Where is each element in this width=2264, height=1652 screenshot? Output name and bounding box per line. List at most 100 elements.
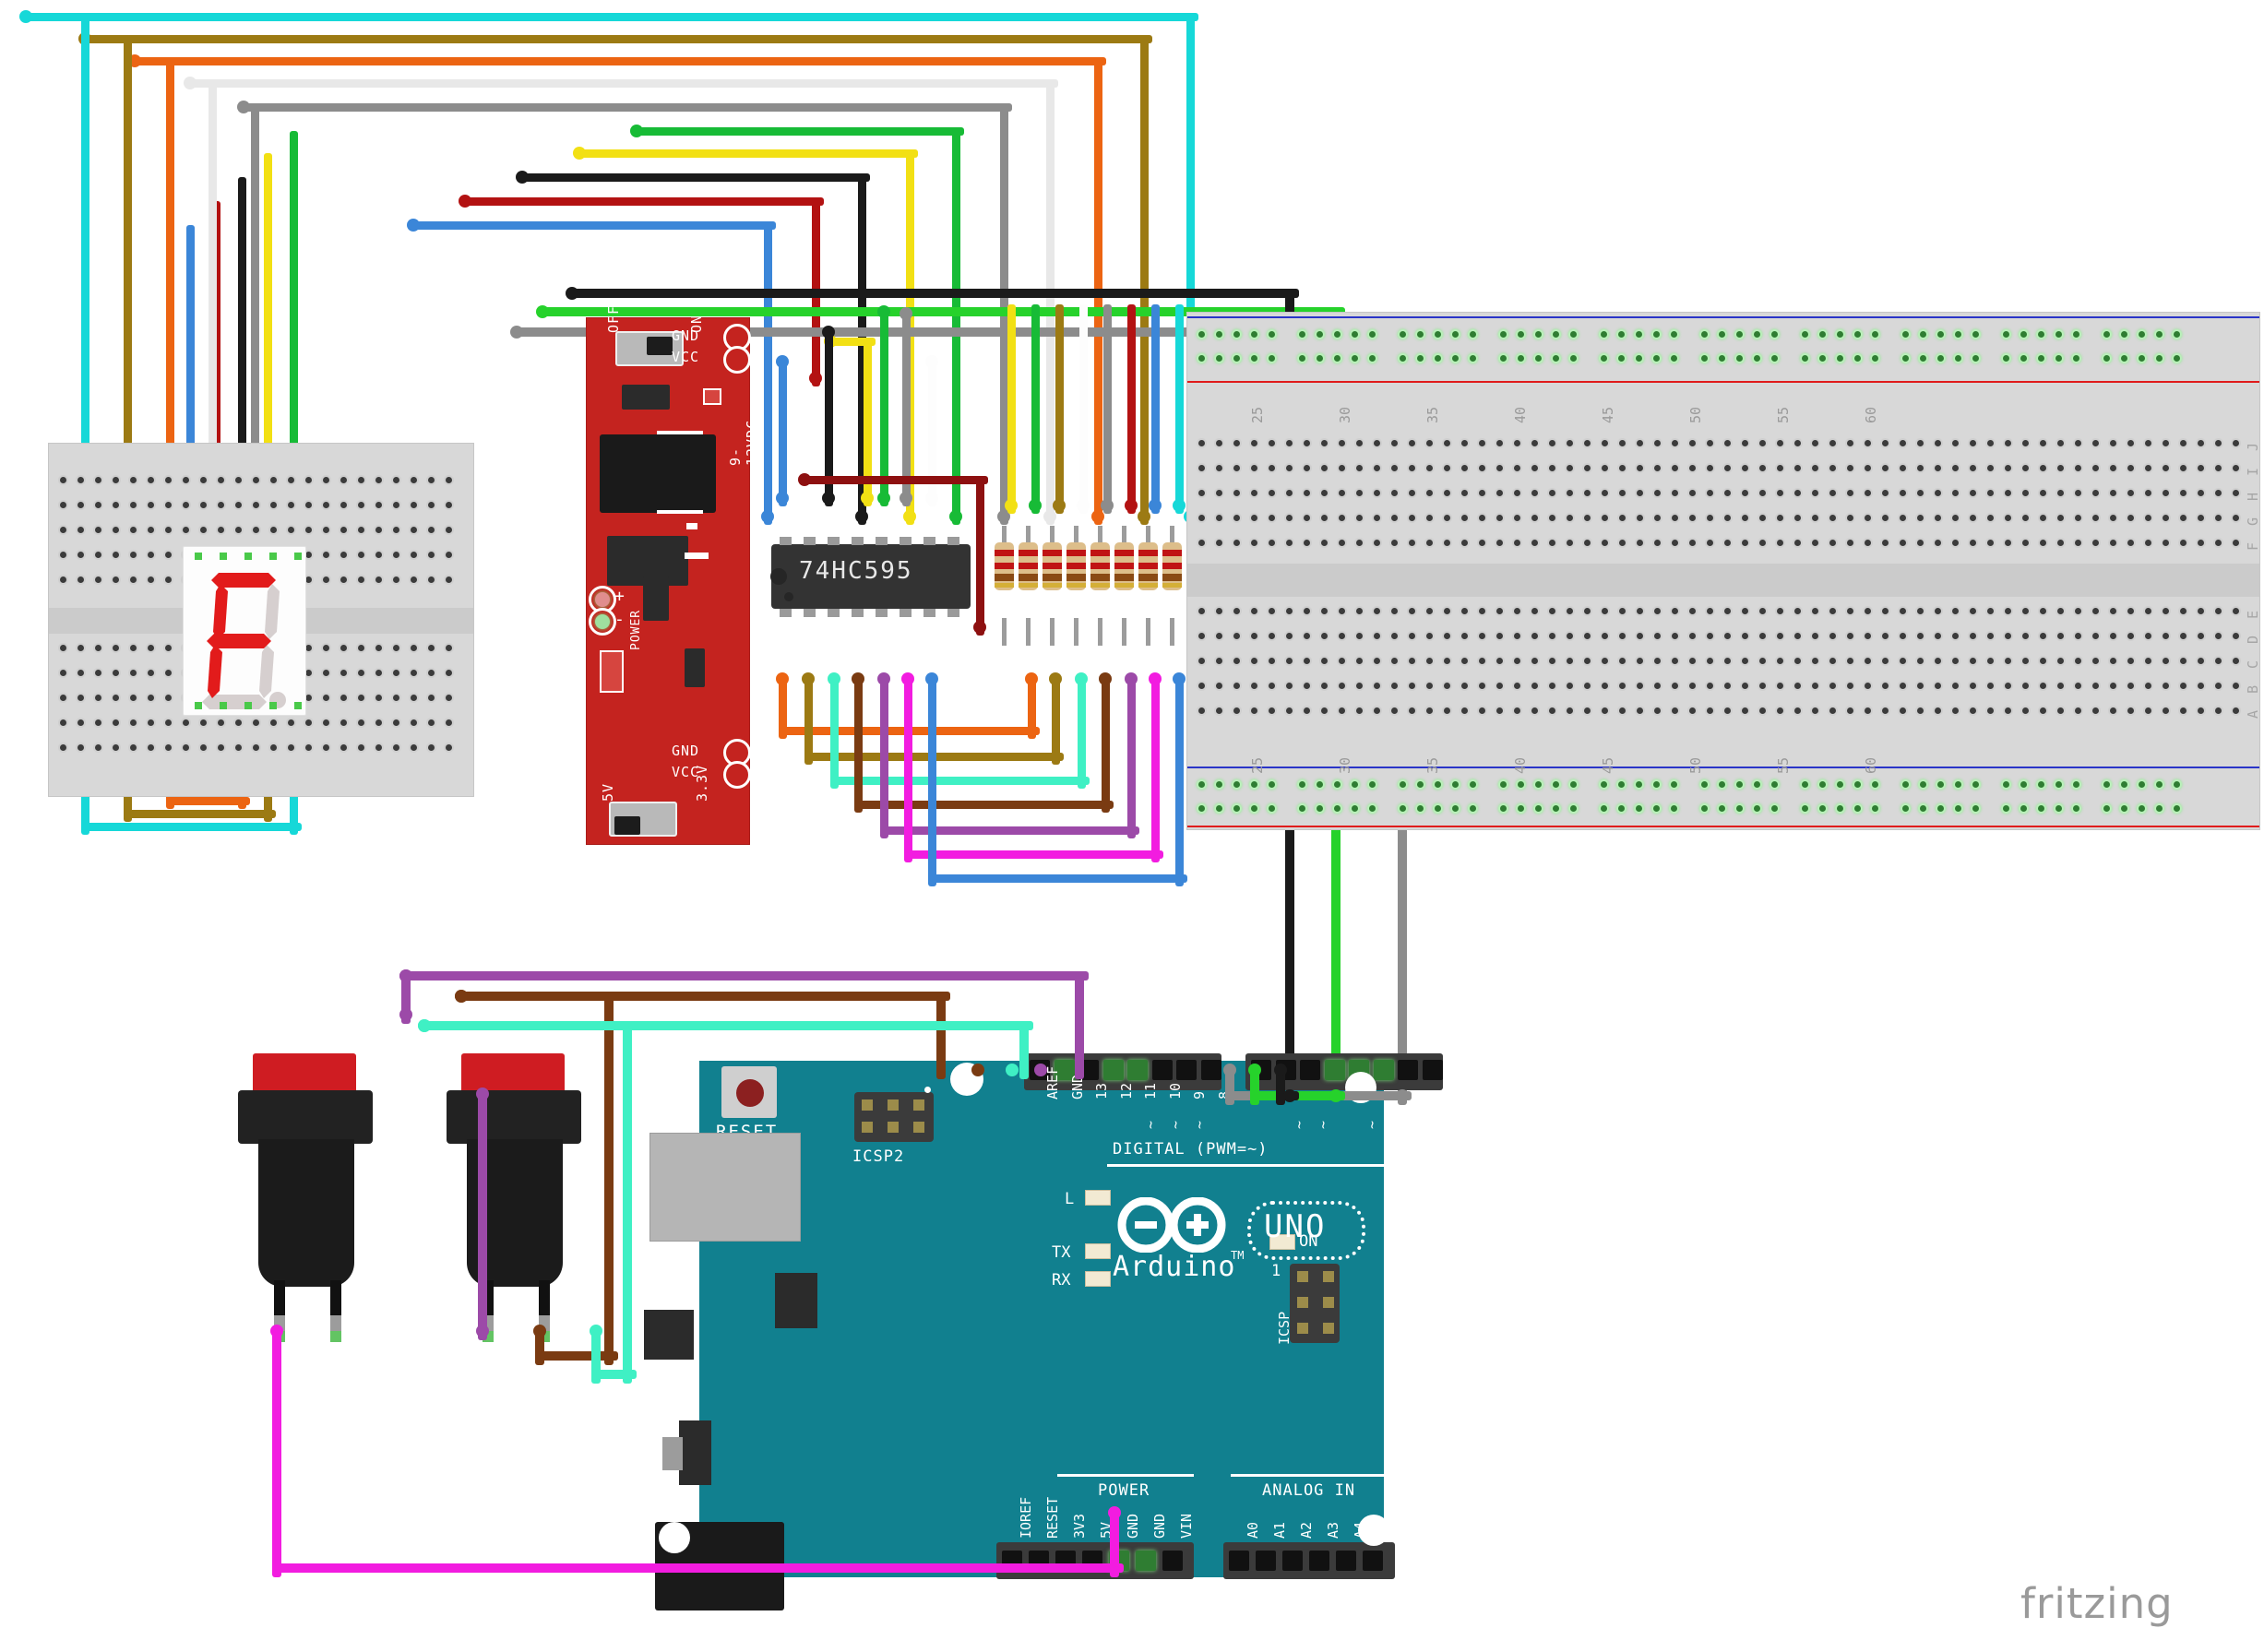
mini-breadboard-hole[interactable] xyxy=(356,575,366,585)
breadboard-hole[interactable] xyxy=(2091,656,2101,666)
mini-breadboard-hole[interactable] xyxy=(268,500,279,510)
breadboard-hole[interactable] xyxy=(1284,606,1294,616)
mini-breadboard-hole[interactable] xyxy=(286,718,296,728)
breadboard-hole[interactable] xyxy=(1880,631,1890,641)
breadboard-hole[interactable] xyxy=(1302,706,1312,716)
breadboard-hole[interactable] xyxy=(1950,631,1960,641)
breadboard-hole[interactable] xyxy=(2038,463,2048,473)
breadboard-hole[interactable] xyxy=(1950,606,1960,616)
top-rail-hole[interactable] xyxy=(1634,353,1644,363)
breadboard-hole[interactable] xyxy=(1898,681,1908,691)
mini-breadboard-hole[interactable] xyxy=(268,475,279,485)
breadboard-hole[interactable] xyxy=(2213,488,2223,498)
bottom-rail-hole[interactable] xyxy=(2154,803,2164,814)
top-rail-hole[interactable] xyxy=(1853,329,1863,339)
mini-breadboard-hole[interactable] xyxy=(93,718,103,728)
top-rail-hole[interactable] xyxy=(1752,329,1762,339)
breadboard-hole[interactable] xyxy=(2161,706,2171,716)
breadboard-hole[interactable] xyxy=(2073,488,2083,498)
breadboard-hole[interactable] xyxy=(2038,513,2048,523)
breadboard-hole[interactable] xyxy=(2178,631,2188,641)
breadboard-hole[interactable] xyxy=(2231,438,2241,448)
mini-breadboard-hole[interactable] xyxy=(339,743,349,753)
breadboard-hole[interactable] xyxy=(1617,631,1627,641)
mini-breadboard-hole[interactable] xyxy=(374,525,384,535)
mini-breadboard-hole[interactable] xyxy=(58,693,68,703)
top-rail-hole[interactable] xyxy=(1734,353,1745,363)
pushbutton-left-leg-2-end[interactable] xyxy=(330,1331,341,1342)
segment-display-pin[interactable] xyxy=(220,553,227,560)
top-rail-hole[interactable] xyxy=(1315,353,1325,363)
bottom-rail-hole[interactable] xyxy=(2102,803,2112,814)
mini-breadboard-hole[interactable] xyxy=(391,693,401,703)
breadboard-hole[interactable] xyxy=(2231,606,2241,616)
breadboard-hole[interactable] xyxy=(1214,681,1224,691)
breadboard-hole[interactable] xyxy=(2231,631,2241,641)
bottom-rail-hole[interactable] xyxy=(2102,779,2112,790)
breadboard-hole[interactable] xyxy=(1197,488,1207,498)
breadboard-hole[interactable] xyxy=(1845,631,1855,641)
psu-vcc-bottom-pad[interactable] xyxy=(723,761,751,789)
breadboard-hole[interactable] xyxy=(1793,606,1803,616)
breadboard-hole[interactable] xyxy=(1863,631,1873,641)
breadboard-hole[interactable] xyxy=(1775,706,1785,716)
top-rail-hole[interactable] xyxy=(1297,329,1307,339)
top-rail-hole[interactable] xyxy=(1450,329,1460,339)
mini-breadboard-hole[interactable] xyxy=(444,550,454,560)
mini-breadboard-hole[interactable] xyxy=(339,718,349,728)
breadboard-hole[interactable] xyxy=(1617,513,1627,523)
psu-minus-terminal[interactable] xyxy=(589,608,616,636)
breadboard-hole[interactable] xyxy=(1337,513,1347,523)
mini-breadboard-hole[interactable] xyxy=(356,718,366,728)
breadboard-hole[interactable] xyxy=(1582,706,1592,716)
top-rail-hole[interactable] xyxy=(1433,329,1443,339)
digital-pin-1[interactable] xyxy=(1398,1060,1418,1080)
mini-breadboard-hole[interactable] xyxy=(93,668,103,678)
breadboard-hole[interactable] xyxy=(1495,538,1505,548)
breadboard-hole[interactable] xyxy=(1249,631,1259,641)
bottom-rail-hole[interactable] xyxy=(1433,779,1443,790)
breadboard-hole[interactable] xyxy=(2003,438,2013,448)
breadboard-hole[interactable] xyxy=(1828,681,1838,691)
breadboard-hole[interactable] xyxy=(1722,706,1733,716)
mini-breadboard-hole[interactable] xyxy=(58,550,68,560)
breadboard-hole[interactable] xyxy=(2055,631,2066,641)
breadboard-hole[interactable] xyxy=(1565,438,1575,448)
mini-breadboard-hole[interactable] xyxy=(163,718,173,728)
breadboard-hole[interactable] xyxy=(1372,631,1382,641)
breadboard-hole[interactable] xyxy=(1828,631,1838,641)
breadboard-hole[interactable] xyxy=(1828,438,1838,448)
breadboard-hole[interactable] xyxy=(1354,488,1364,498)
breadboard-hole[interactable] xyxy=(2055,513,2066,523)
top-rail-hole[interactable] xyxy=(1568,353,1579,363)
breadboard-hole[interactable] xyxy=(1302,438,1312,448)
breadboard-hole[interactable] xyxy=(2108,631,2118,641)
breadboard-hole[interactable] xyxy=(1950,681,1960,691)
breadboard-hole[interactable] xyxy=(2108,438,2118,448)
mini-breadboard-hole[interactable] xyxy=(111,743,121,753)
breadboard-hole[interactable] xyxy=(1582,606,1592,616)
mini-breadboard-hole[interactable] xyxy=(374,718,384,728)
breadboard-hole[interactable] xyxy=(1810,513,1820,523)
top-rail-hole[interactable] xyxy=(1498,329,1508,339)
mini-breadboard-hole[interactable] xyxy=(444,693,454,703)
segment-display-pin[interactable] xyxy=(244,553,252,560)
breadboard-hole[interactable] xyxy=(1968,681,1978,691)
breadboard-hole[interactable] xyxy=(2161,513,2171,523)
breadboard-hole[interactable] xyxy=(1495,488,1505,498)
mini-breadboard-hole[interactable] xyxy=(374,500,384,510)
top-rail-hole[interactable] xyxy=(1516,353,1526,363)
bottom-rail-hole[interactable] xyxy=(2054,779,2064,790)
breadboard-hole[interactable] xyxy=(2091,438,2101,448)
breadboard-hole[interactable] xyxy=(2126,488,2136,498)
breadboard-hole[interactable] xyxy=(1898,606,1908,616)
breadboard-hole[interactable] xyxy=(1635,681,1645,691)
mini-breadboard-hole[interactable] xyxy=(233,525,244,535)
top-rail-hole[interactable] xyxy=(1936,353,1946,363)
mini-breadboard-hole[interactable] xyxy=(251,525,261,535)
breadboard-hole[interactable] xyxy=(1354,438,1364,448)
bottom-rail-hole[interactable] xyxy=(1498,803,1508,814)
breadboard-hole[interactable] xyxy=(2143,438,2153,448)
breadboard-hole[interactable] xyxy=(1950,488,1960,498)
top-rail-hole[interactable] xyxy=(1800,353,1810,363)
